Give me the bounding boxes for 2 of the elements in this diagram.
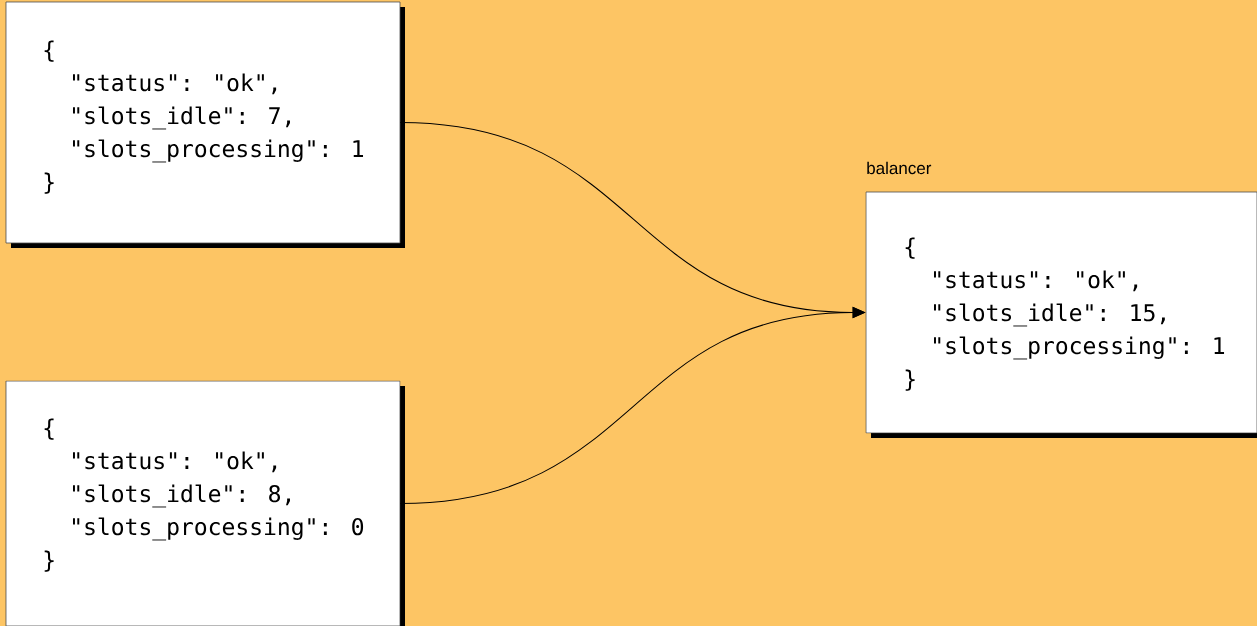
curved-arrow xyxy=(399,307,865,504)
box-heading: balancer xyxy=(867,161,932,175)
